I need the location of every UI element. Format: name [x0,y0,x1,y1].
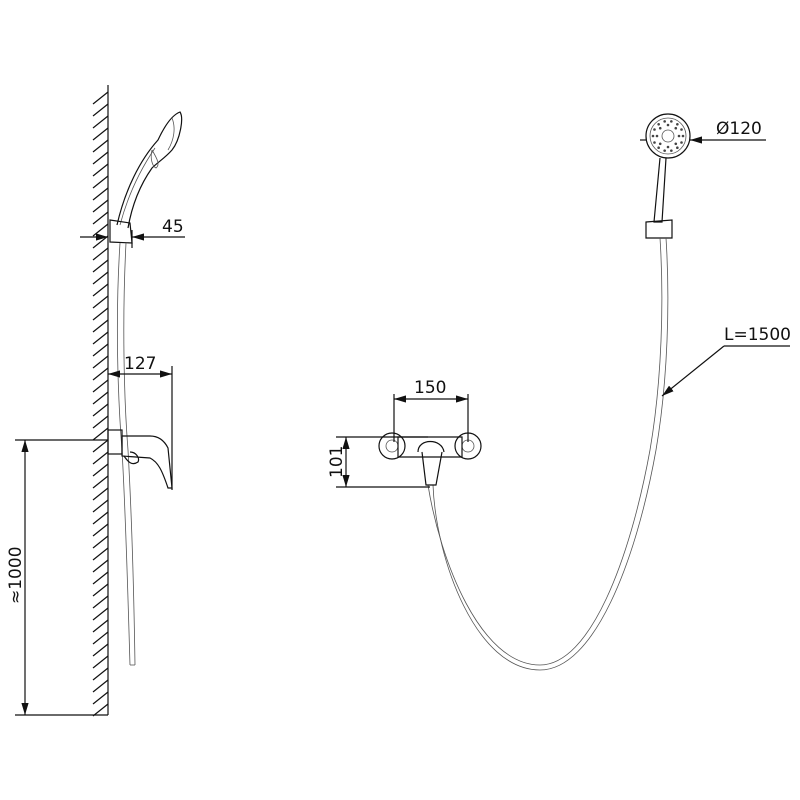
hatch-line [92,679,109,693]
side-mixer [107,429,173,489]
nozzle-dot [657,146,660,150]
hatch-line [92,547,109,561]
hatch-line [92,403,109,417]
hatch-line [92,271,109,285]
hatch-line [92,631,109,645]
nozzle-dot [657,122,660,126]
hatch-line [92,571,109,585]
nozzle-dot [653,128,656,131]
hatch-line [92,391,109,405]
nozzle-dot [680,141,683,144]
hatch-line [92,295,109,309]
dimension-127: 127 [108,354,173,490]
nozzle-dot [674,142,678,146]
nozzle-dot [681,134,685,138]
dimension-diameter: Ø120 [640,119,766,144]
nozzle-dot [670,149,673,152]
hatch-line [92,187,109,201]
nozzle-dot [663,120,666,123]
hatch-line [92,343,109,357]
hatch-line [92,355,109,369]
nozzle-dot [655,134,659,138]
front-shower-head [645,113,691,239]
hatch-line [92,559,109,573]
dimension-label: 150 [414,378,446,398]
hatch-line [92,415,109,429]
hatch-line [92,451,109,465]
hatch-line [92,247,109,261]
nozzle-dot [674,126,678,130]
dimension-45: 45 [80,217,185,241]
hatch-line [92,607,109,621]
hatch-line [92,463,109,477]
hatch-line [92,535,109,549]
hatch-line [92,487,109,501]
dimension-label: ≈1000 [6,546,26,604]
hatch-line [92,151,109,165]
hatch-line [92,523,109,537]
dimension-label: L=1500 [724,325,791,345]
hatch-line [92,127,109,141]
nozzle-dot [680,128,683,131]
hatch-line [92,259,109,273]
hatch-line [92,103,109,117]
hatch-line [92,283,109,297]
dimension-label: Ø120 [716,119,762,139]
dimension-150: 150 [393,378,469,442]
side-shower-head [109,111,183,248]
hatch-line [92,175,109,189]
nozzle-dot [666,145,670,149]
dimension-101: 101 [327,436,430,488]
dimension-label: 101 [327,446,347,478]
hatch-line [92,367,109,381]
nozzle-dot [677,134,681,138]
wall-section [92,85,109,717]
hatch-line [92,115,109,129]
hatch-line [92,583,109,597]
dimension-label: 45 [162,217,184,237]
nozzle-dot [676,122,679,126]
dimension-label: 127 [124,354,156,374]
dimension-1000: ≈1000 [6,439,108,716]
nozzle-dot [663,149,666,152]
hatch-line [92,223,109,237]
nozzle-dot [658,142,662,146]
hatch-line [92,379,109,393]
hatch-line [92,163,109,177]
hatch-line [92,475,109,489]
nozzle-dot [676,146,679,150]
hatch-line [92,235,109,249]
front-hose [427,237,669,671]
nozzle-dot [666,123,670,127]
hatch-line [92,595,109,609]
hatch-line [92,139,109,153]
hatch-line [92,691,109,705]
hatch-line [92,511,109,525]
hatch-line [92,319,109,333]
hatch-line [92,427,109,441]
hatch-line [92,211,109,225]
hatch-line [92,619,109,633]
hatch-line [92,643,109,657]
hatch-line [92,655,109,669]
hatch-line [92,439,109,453]
hatch-line [92,91,109,105]
dimension-hose-length: L=1500 [661,325,791,397]
hatch-line [92,199,109,213]
nozzle-dot [670,120,673,123]
hatch-line [92,667,109,681]
hatch-line [92,703,109,717]
nozzle-dot [653,141,656,144]
hatch-line [92,307,109,321]
nozzle-dot [658,126,662,130]
hatch-line [92,331,109,345]
hatch-line [92,499,109,513]
nozzle-dot [651,134,655,138]
